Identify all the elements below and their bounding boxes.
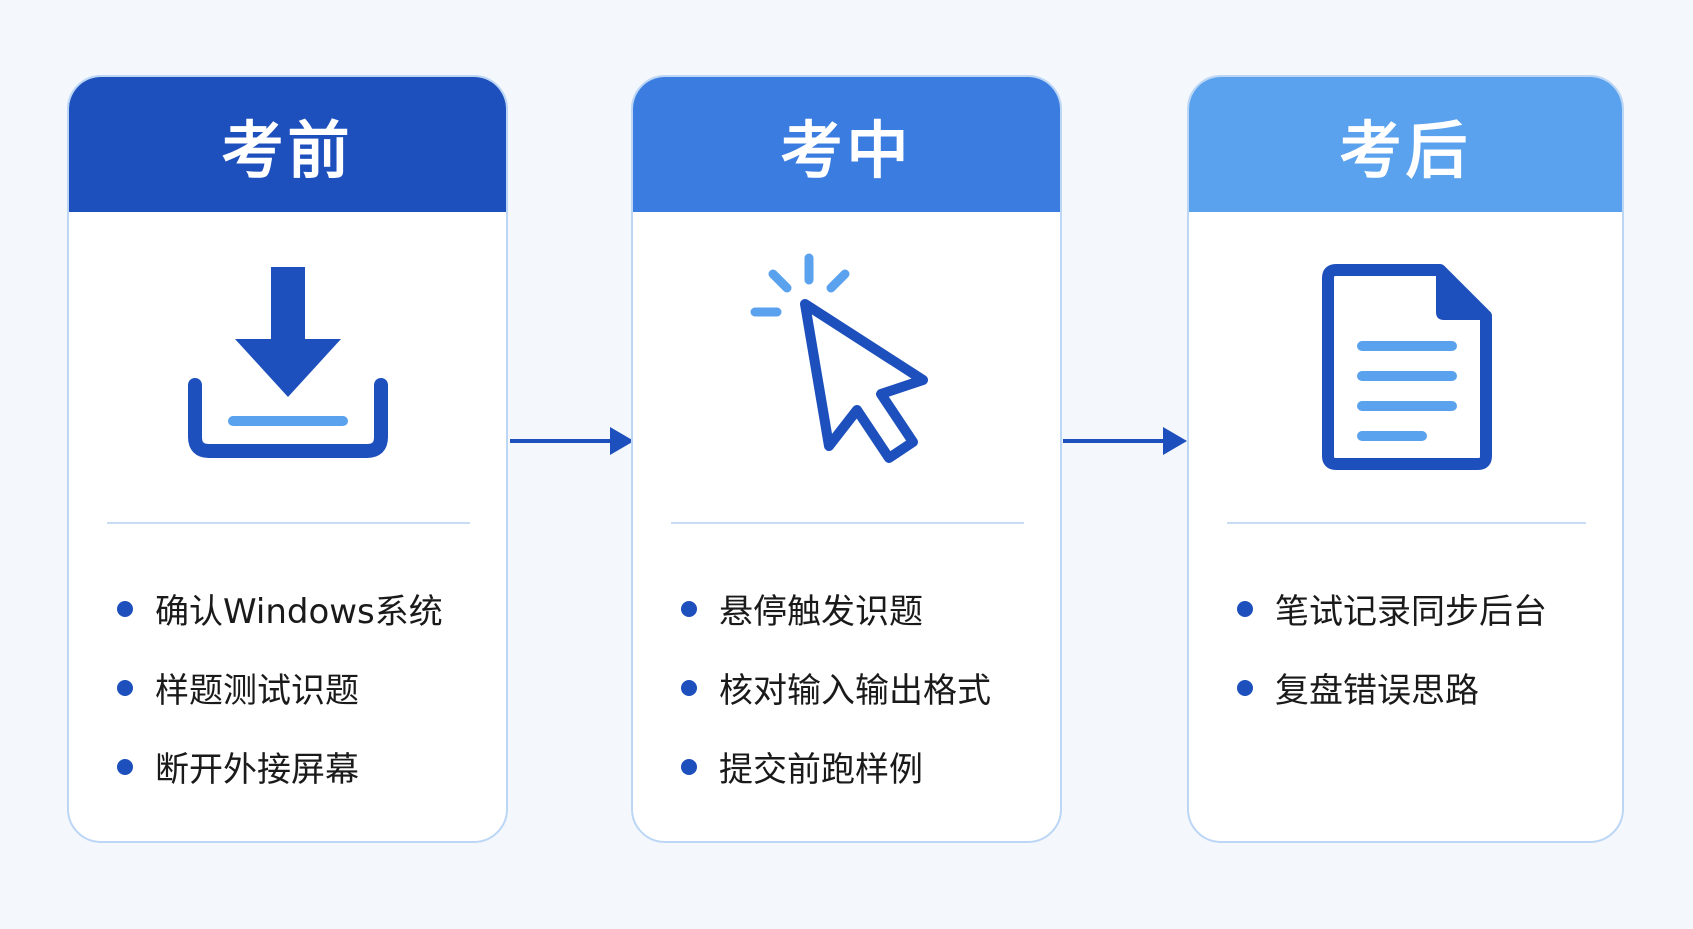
list-item: 核对输入输出格式 — [681, 648, 991, 727]
stage-card-during: 考中 悬停触发识题 核对输入输出格式 提交前跑样例 — [631, 75, 1062, 843]
list-item: 复盘错误思路 — [1237, 648, 1547, 727]
bullet-dot — [681, 679, 697, 696]
bullet-dot — [117, 758, 133, 775]
stage-card-before: 考前 确认Windows系统 样题测试识题 断开外接屏幕 — [67, 75, 508, 843]
stage-title-before: 考前 — [69, 77, 506, 212]
list-item: 样题测试识题 — [117, 648, 443, 727]
divider — [1227, 522, 1586, 524]
bullet-dot — [117, 600, 133, 617]
stage-title-during: 考中 — [633, 77, 1060, 212]
list-item-text: 核对输入输出格式 — [719, 671, 991, 711]
bullet-dot — [117, 679, 133, 696]
divider — [671, 522, 1024, 524]
list-item-text: 悬停触发识题 — [719, 592, 923, 632]
list-item-text: 断开外接屏幕 — [155, 750, 359, 790]
stage-title-after: 考后 — [1189, 77, 1622, 212]
flow-arrow-icon — [510, 423, 634, 463]
bullet-dot — [681, 758, 697, 775]
list-item: 笔试记录同步后台 — [1237, 569, 1547, 648]
list-item-text: 确认Windows系统 — [155, 592, 443, 632]
flow-arrow-icon — [1063, 423, 1187, 463]
download-icon — [69, 217, 506, 517]
checklist: 悬停触发识题 核对输入输出格式 提交前跑样例 — [681, 569, 991, 806]
list-item-text: 笔试记录同步后台 — [1275, 592, 1547, 632]
bullet-dot — [1237, 679, 1253, 696]
divider — [107, 522, 470, 524]
list-item-text: 样题测试识题 — [155, 671, 359, 711]
list-item: 断开外接屏幕 — [117, 727, 443, 806]
list-item: 确认Windows系统 — [117, 569, 443, 648]
stage-card-after: 考后 笔试记录同步后台 复盘错误思路 — [1187, 75, 1624, 843]
bullet-dot — [1237, 600, 1253, 617]
list-item: 悬停触发识题 — [681, 569, 991, 648]
list-item-text: 提交前跑样例 — [719, 750, 923, 790]
cursor-click-icon — [633, 217, 1060, 517]
list-item: 提交前跑样例 — [681, 727, 991, 806]
checklist: 笔试记录同步后台 复盘错误思路 — [1237, 569, 1547, 727]
bullet-dot — [681, 600, 697, 617]
document-icon — [1189, 217, 1622, 517]
list-item-text: 复盘错误思路 — [1275, 671, 1479, 711]
checklist: 确认Windows系统 样题测试识题 断开外接屏幕 — [117, 569, 443, 806]
